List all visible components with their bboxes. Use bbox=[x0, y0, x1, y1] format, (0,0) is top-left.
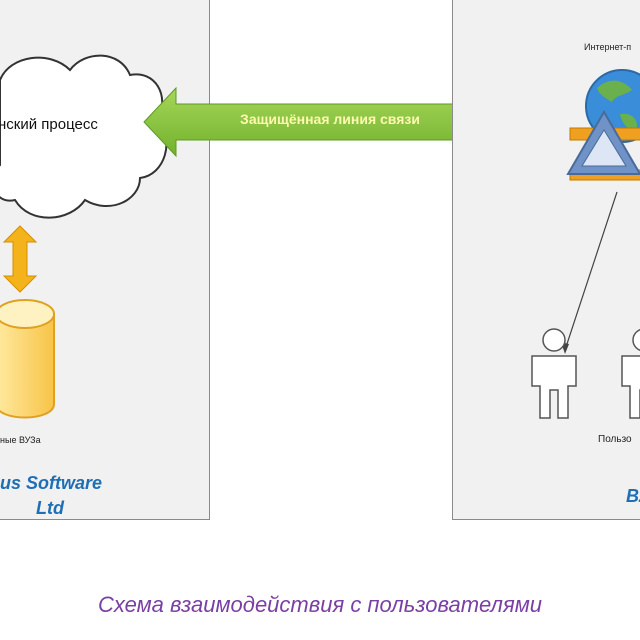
brand-line-2: Ltd bbox=[36, 498, 64, 518]
database-label: ные ВУЗа bbox=[0, 435, 41, 445]
cloud-shape bbox=[0, 54, 168, 219]
secure-link-label: Защищённая линия связи bbox=[240, 111, 420, 127]
cloud-process-label: нский процесс bbox=[0, 116, 98, 133]
university-brand: ВУ bbox=[626, 486, 640, 506]
brand-line-1: us Software bbox=[0, 473, 103, 493]
user-icon bbox=[531, 328, 577, 419]
internet-portal-icon bbox=[566, 69, 640, 181]
vertical-double-arrow bbox=[2, 225, 38, 293]
diagram-caption: Схема взаимодействия с пользователями bbox=[97, 592, 543, 617]
users-label: Пользо bbox=[598, 434, 632, 445]
database-icon bbox=[0, 299, 55, 419]
user-icon bbox=[621, 328, 640, 419]
internet-portal-label: Интернет-п bbox=[584, 42, 632, 52]
